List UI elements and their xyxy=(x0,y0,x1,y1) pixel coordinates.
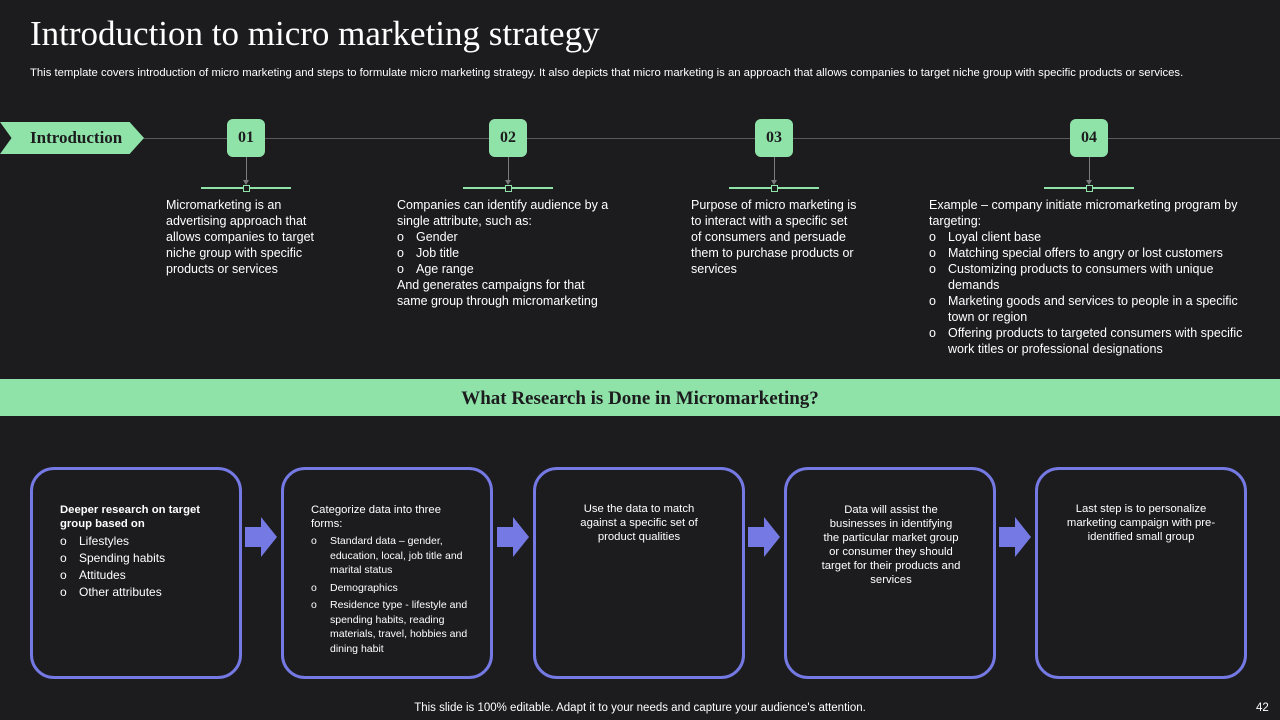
step-node xyxy=(505,185,512,192)
step-number-box: 03 xyxy=(755,119,793,157)
list-item: Job title xyxy=(397,245,617,261)
research-card: Last step is to personalize marketing ca… xyxy=(1035,467,1247,679)
step-bullet-list: Gender Job title Age range xyxy=(397,229,617,277)
page-number: 42 xyxy=(1256,702,1269,714)
research-card-list: Standard data – gender, education, local… xyxy=(311,534,471,656)
introduction-tag xyxy=(0,122,144,154)
research-card-list: Lifestyles Spending habits Attitudes Oth… xyxy=(60,534,230,599)
step-number-box: 02 xyxy=(489,119,527,157)
slide-subtitle: This template covers introduction of mic… xyxy=(30,67,1184,79)
research-card-heading: Deeper research on target group based on xyxy=(60,504,201,530)
research-title: What Research is Done in Micromarketing? xyxy=(461,388,819,409)
step-text: Micromarketing is an advertising approac… xyxy=(166,198,314,276)
list-item: Spending habits xyxy=(60,551,230,565)
introduction-label: Introduction xyxy=(30,128,123,147)
list-item: Matching special offers to angry or lost… xyxy=(929,245,1249,261)
research-banner xyxy=(0,379,1280,416)
list-item: Offering products to targeted consumers … xyxy=(929,325,1249,357)
research-card-content: Deeper research on target group based on… xyxy=(60,503,230,602)
timeline-line xyxy=(140,138,1280,139)
research-card: Deeper research on target group based on… xyxy=(30,467,242,679)
list-item: Loyal client base xyxy=(929,229,1249,245)
list-item: Other attributes xyxy=(60,585,230,599)
flow-arrow-icon xyxy=(497,517,529,557)
step-outro-text: And generates campaigns for that same gr… xyxy=(397,278,598,308)
step-text-block: Companies can identify audience by a sin… xyxy=(397,197,617,309)
step-node xyxy=(1086,185,1093,192)
research-card: Data will assist the businesses in ident… xyxy=(784,467,996,679)
step-intro-text: Companies can identify audience by a sin… xyxy=(397,198,609,228)
step-connector xyxy=(246,157,247,183)
list-item: Customizing products to consumers with u… xyxy=(929,261,1249,293)
list-item: Gender xyxy=(397,229,617,245)
research-card-text: Use the data to match against a specific… xyxy=(580,503,698,543)
step-text: Purpose of micro marketing is to interac… xyxy=(691,198,857,276)
list-item: Standard data – gender, education, local… xyxy=(311,534,471,578)
research-card-content: Categorize data into three forms: Standa… xyxy=(311,503,471,659)
flow-arrow-icon xyxy=(999,517,1031,557)
list-item: Marketing goods and services to people i… xyxy=(929,293,1249,325)
research-card-heading: Categorize data into three forms: xyxy=(311,504,441,530)
list-item: Demographics xyxy=(311,581,471,596)
step-number-box: 01 xyxy=(227,119,265,157)
step-connector-arrow xyxy=(771,180,777,185)
step-intro-text: Example – company initiate micromarketin… xyxy=(929,198,1238,228)
step-bullet-list: Loyal client base Matching special offer… xyxy=(929,229,1249,357)
list-item: Age range xyxy=(397,261,617,277)
flow-arrow-icon xyxy=(245,517,277,557)
slide-title: Introduction to micro marketing strategy xyxy=(30,14,600,53)
flow-arrow-icon xyxy=(748,517,780,557)
step-node xyxy=(771,185,778,192)
research-card-text: Data will assist the businesses in ident… xyxy=(821,504,961,586)
research-card-text: Last step is to personalize marketing ca… xyxy=(1066,503,1216,543)
list-item: Attitudes xyxy=(60,568,230,582)
list-item: Lifestyles xyxy=(60,534,230,548)
research-card: Categorize data into three forms: Standa… xyxy=(281,467,493,679)
footer-note: This slide is 100% editable. Adapt it to… xyxy=(414,702,866,714)
step-node xyxy=(243,185,250,192)
list-item: Residence type - lifestyle and spending … xyxy=(311,598,471,656)
step-connector-arrow xyxy=(505,180,511,185)
step-connector-arrow xyxy=(243,180,249,185)
step-connector-arrow xyxy=(1086,180,1092,185)
step-text-block: Example – company initiate micromarketin… xyxy=(929,197,1249,357)
step-connector xyxy=(774,157,775,183)
research-card: Use the data to match against a specific… xyxy=(533,467,745,679)
step-connector xyxy=(508,157,509,183)
step-connector xyxy=(1089,157,1090,183)
step-number-box: 04 xyxy=(1070,119,1108,157)
